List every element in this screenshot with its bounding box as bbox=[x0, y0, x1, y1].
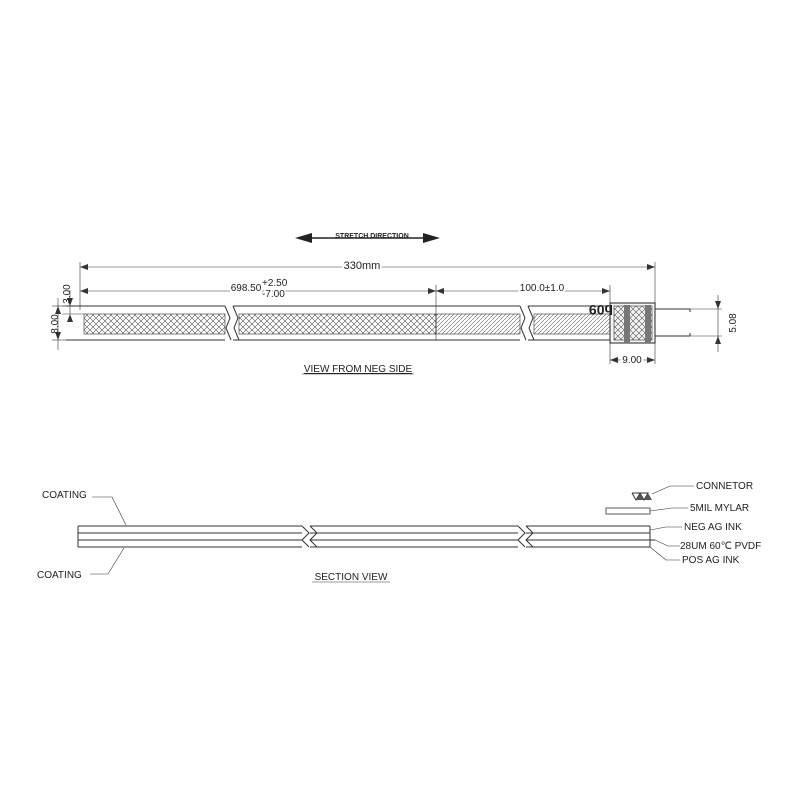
film-strip bbox=[66, 305, 613, 341]
connector-label: CONNETOR bbox=[696, 481, 753, 492]
lead-pitch-dimension bbox=[690, 295, 722, 352]
electrode-length-dimension bbox=[436, 285, 611, 305]
connector-width-label: 9.00 bbox=[622, 355, 642, 366]
plan-view-caption: VIEW FROM NEG SIDE bbox=[304, 364, 413, 375]
section-view: COATING COATING CONNETOR 5MIL MYLAR NEG … bbox=[37, 481, 761, 583]
overall-length-label: 330mm bbox=[344, 260, 381, 272]
layer-stack bbox=[77, 491, 655, 548]
electrode-length-label: 100.0±1.0 bbox=[520, 283, 565, 294]
connector-width-dimension bbox=[609, 343, 656, 364]
pos-ink-label: POS AG INK bbox=[682, 555, 740, 566]
connector-block bbox=[609, 302, 691, 344]
height-dimensions bbox=[52, 290, 84, 350]
stretch-direction-arrow bbox=[295, 233, 440, 243]
length-tol-plus: +2.50 bbox=[262, 278, 288, 289]
pvdf-label: 28UM 60℃ PVDF bbox=[680, 541, 761, 552]
section-view-caption: SECTION VIEW bbox=[315, 572, 388, 583]
length-tol-minus: -7.00 bbox=[262, 289, 285, 300]
height-total-label: 8.00 bbox=[50, 314, 61, 334]
stretch-direction-label: STRETCH DIRECTION bbox=[335, 233, 409, 240]
coating-bottom-label: COATING bbox=[37, 570, 82, 581]
length-nominal: 698.50 bbox=[231, 283, 262, 294]
coating-top-label: COATING bbox=[42, 490, 87, 501]
plan-view: STRETCH DIRECTION 330mm 698.50 +2.50 -7.… bbox=[50, 233, 739, 375]
part-mark: b09 bbox=[589, 302, 613, 318]
overall-length-dimension bbox=[79, 262, 656, 310]
leader-lines bbox=[90, 485, 694, 575]
neg-ink-label: NEG AG INK bbox=[684, 522, 742, 533]
height-top-label: 3.00 bbox=[62, 284, 73, 304]
lead-pitch-label: 5.08 bbox=[728, 313, 739, 333]
mylar-label: 5MIL MYLAR bbox=[690, 503, 749, 514]
